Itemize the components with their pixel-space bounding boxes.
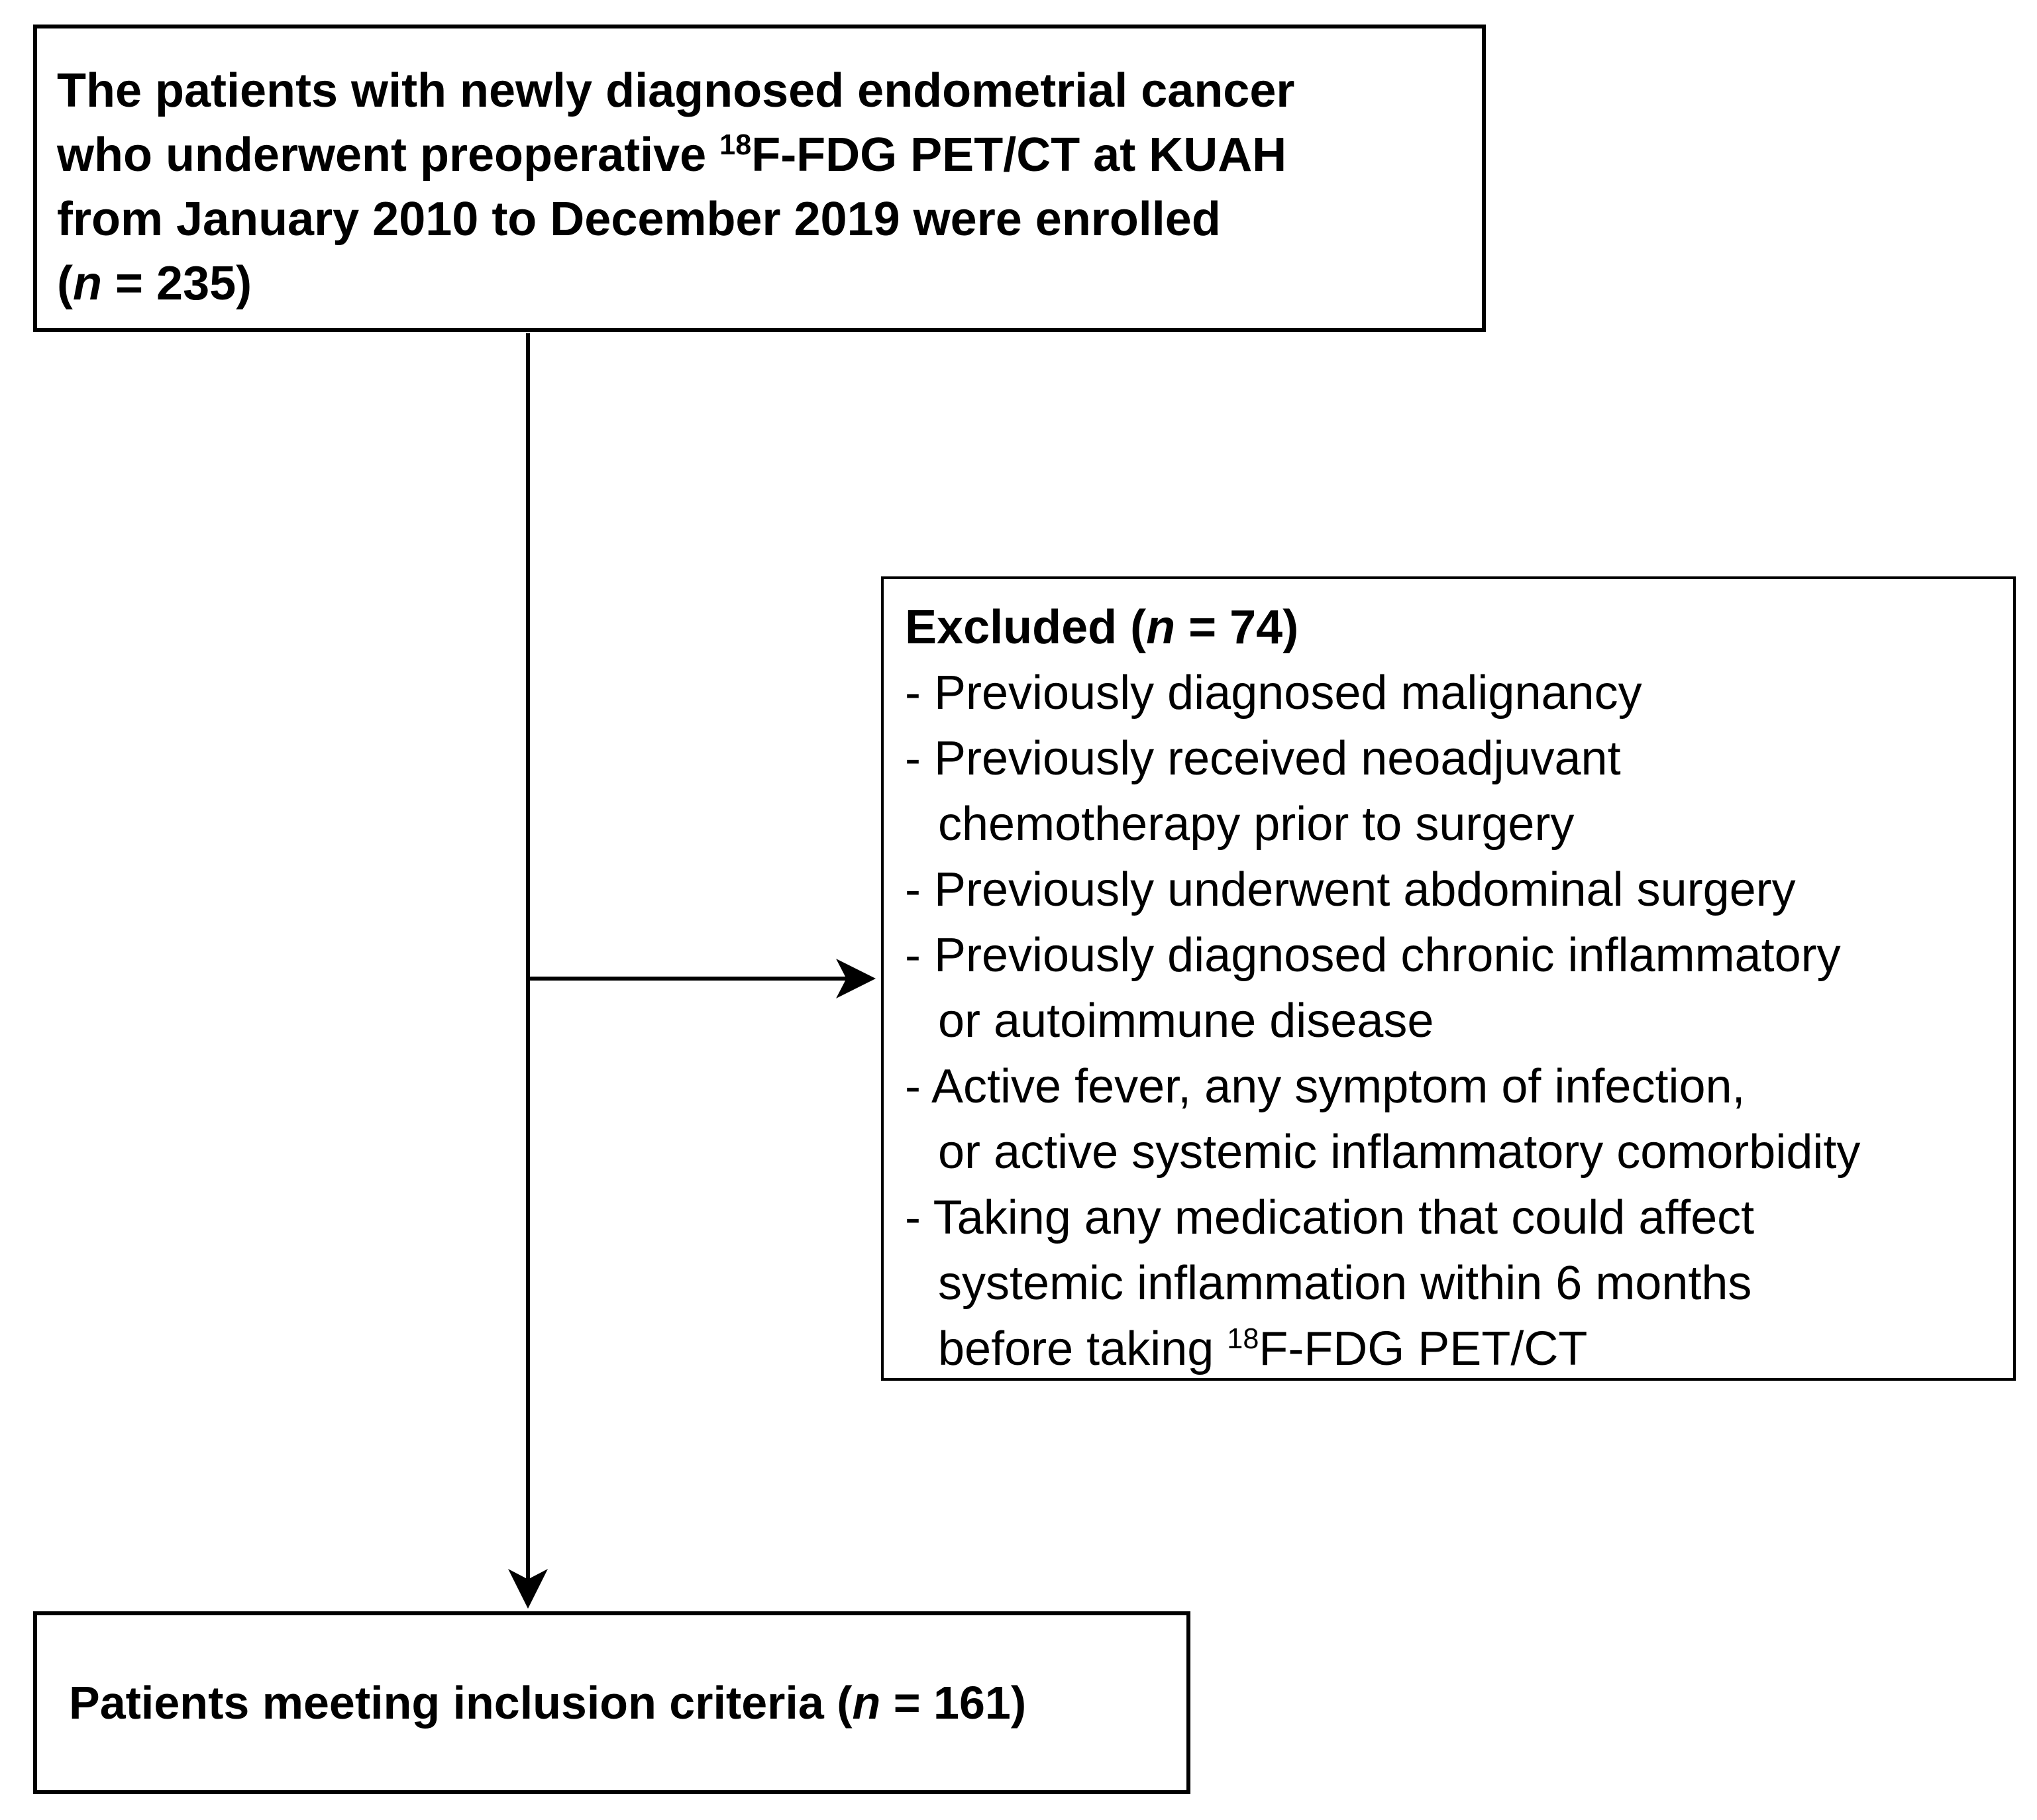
included-box: Patients meeting inclusion criteria (n =… — [33, 1611, 1190, 1794]
text-segment: before taking — [938, 1322, 1227, 1375]
text-segment: or autoimmune disease — [938, 994, 1434, 1047]
text-line: (n = 235) — [57, 252, 1466, 316]
excluded-box: Excluded (n = 74) - Previously diagnosed … — [881, 576, 2016, 1381]
text-segment: F-FDG PET/CT — [1259, 1322, 1588, 1375]
text-line: Excluded (n = 74) — [905, 595, 2000, 661]
text-segment: = 74) — [1175, 601, 1299, 654]
text-segment: - Previously diagnosed malignancy — [905, 667, 1642, 720]
text-segment: ( — [57, 257, 73, 310]
text-segment: F-FDG PET/CT at KUAH — [751, 129, 1287, 182]
text-line: Patients meeting inclusion criteria (n =… — [69, 1676, 1186, 1729]
text-segment: Patients meeting inclusion criteria ( — [69, 1677, 853, 1729]
text-segment: n — [852, 1677, 881, 1729]
text-segment: = 161) — [880, 1677, 1027, 1729]
text-line: chemotherapy prior to surgery — [905, 792, 2000, 857]
text-line: - Taking any medication that could affec… — [905, 1185, 2000, 1251]
text-line: - Previously diagnosed chronic inflammat… — [905, 923, 2000, 989]
text-segment: - Previously received neoadjuvant — [905, 732, 1621, 785]
superscript: 18 — [1227, 1323, 1259, 1355]
text-segment: n — [1146, 601, 1176, 654]
text-segment: or active systemic inflammatory comorbid… — [938, 1126, 1861, 1179]
enrolled-box: The patients with newly diagnosed endome… — [33, 25, 1486, 332]
superscript: 18 — [719, 129, 752, 161]
text-segment: - Active fever, any symptom of infection… — [905, 1060, 1746, 1113]
text-line: - Previously diagnosed malignancy — [905, 661, 2000, 726]
text-segment: - Previously underwent abdominal surgery — [905, 863, 1796, 916]
text-segment: - Previously diagnosed chronic inflammat… — [905, 929, 1841, 982]
text-line: before taking 18F-FDG PET/CT — [905, 1316, 2000, 1382]
text-segment: The patients with newly diagnosed endome… — [57, 64, 1295, 117]
text-segment: Excluded ( — [905, 601, 1147, 654]
text-segment: systemic inflammation within 6 months — [938, 1257, 1752, 1310]
text-segment: chemotherapy prior to surgery — [938, 798, 1575, 851]
text-line: systemic inflammation within 6 months — [905, 1251, 2000, 1316]
text-segment: n — [72, 257, 102, 310]
text-segment: who underwent preoperative — [57, 129, 720, 182]
text-segment: = 235) — [101, 257, 252, 310]
text-line: The patients with newly diagnosed endome… — [57, 59, 1466, 123]
text-line: from January 2010 to December 2019 were … — [57, 187, 1466, 252]
text-segment: from January 2010 to December 2019 were … — [57, 193, 1221, 246]
text-line: - Previously received neoadjuvant — [905, 726, 2000, 792]
text-line: or active systemic inflammatory comorbid… — [905, 1120, 2000, 1185]
text-line: - Previously underwent abdominal surgery — [905, 857, 2000, 923]
text-line: - Active fever, any symptom of infection… — [905, 1054, 2000, 1120]
text-segment: - Taking any medication that could affec… — [905, 1191, 1755, 1244]
text-line: who underwent preoperative 18F-FDG PET/C… — [57, 123, 1466, 187]
text-line: or autoimmune disease — [905, 989, 2000, 1054]
